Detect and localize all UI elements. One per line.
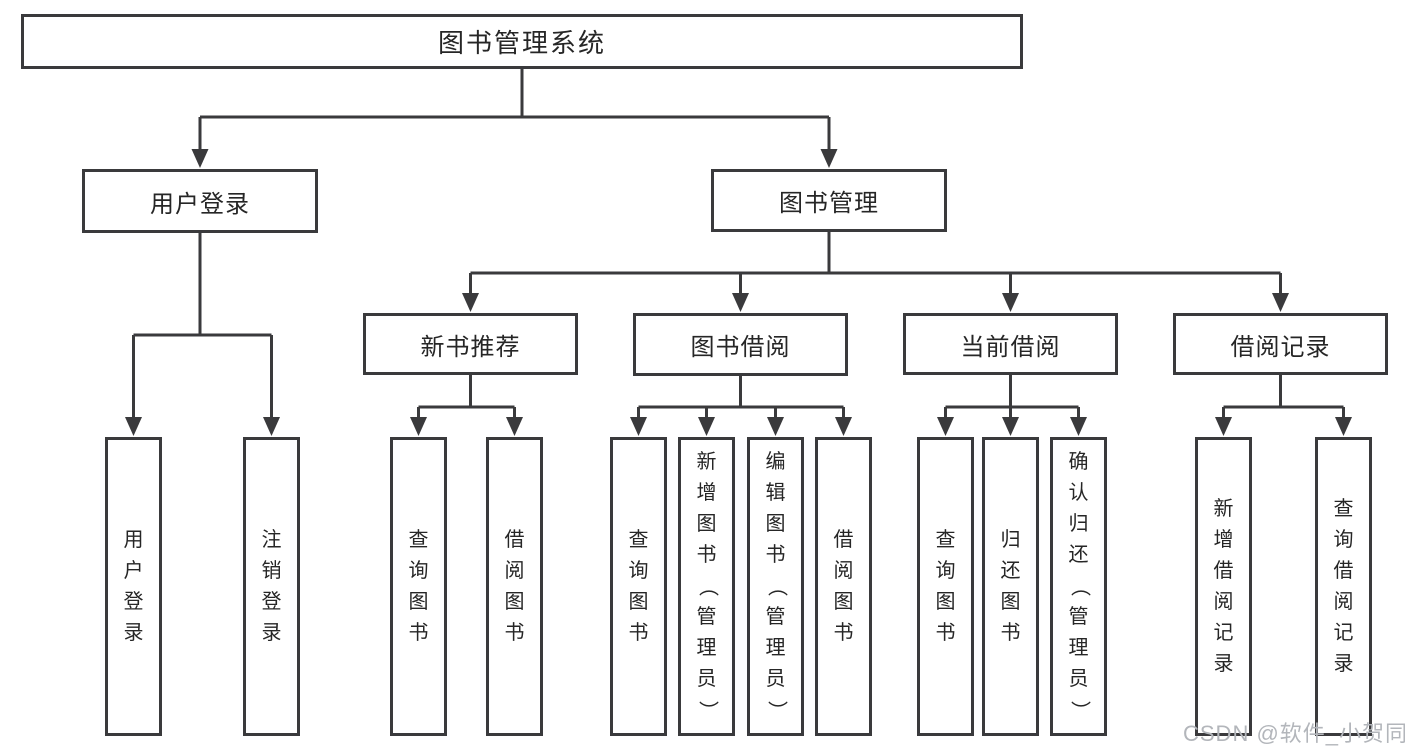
node-current-borrow-label: 当前借阅 [960,333,1061,361]
leaf-return-book-label: 归还图书 [1000,528,1021,644]
leaf-query-book-newrec: 查询图书 [390,437,447,736]
node-borrow-records-label: 借阅记录 [1230,333,1331,361]
leaf-logout-label: 注销登录 [261,528,282,644]
node-current-borrow: 当前借阅 [903,313,1118,375]
connector-book-mgmt [462,232,1289,312]
node-new-book-recommend: 新书推荐 [363,313,578,375]
node-root-system: 图书管理系统 [21,14,1023,69]
leaf-user-login-label: 用户登录 [123,528,144,644]
csdn-watermark: CSDN @软件_小贺同学 [1183,721,1405,746]
leaf-add-book-admin: 新增图书（管理员） [678,437,735,736]
leaf-add-borrow-record-label: 新增借阅记录 [1213,497,1234,675]
leaf-add-book-admin-label: 新增图书（管理员） [696,451,718,721]
node-borrow-records: 借阅记录 [1173,313,1388,375]
leaf-query-borrow-record: 查询借阅记录 [1315,437,1372,736]
leaf-return-book: 归还图书 [982,437,1039,736]
node-user-login: 用户登录 [82,169,318,233]
node-book-borrow: 图书借阅 [633,313,848,376]
leaf-query-book-borrow: 查询图书 [610,437,667,736]
connector-borrow-records [1215,375,1352,436]
leaf-confirm-return-admin: 确认归还（管理员） [1050,437,1107,736]
node-book-management: 图书管理 [711,169,947,232]
leaf-query-book-current-label: 查询图书 [935,528,956,644]
leaf-query-book-borrow-label: 查询图书 [628,528,649,644]
leaf-borrow-book-newrec-label: 借阅图书 [504,528,525,644]
leaf-borrow-book-borrow-label: 借阅图书 [833,528,854,644]
leaf-query-book-current: 查询图书 [917,437,974,736]
node-new-book-recommend-label: 新书推荐 [420,333,521,361]
connector-book-borrow [630,375,852,436]
connector-root [191,69,838,168]
connector-new-book-rec [410,375,523,436]
leaf-confirm-return-admin-label: 确认归还（管理员） [1068,451,1090,721]
leaf-query-borrow-record-label: 查询借阅记录 [1333,497,1354,675]
connector-user-login [125,233,280,436]
leaf-edit-book-admin: 编辑图书（管理员） [747,437,804,736]
leaf-logout: 注销登录 [243,437,300,736]
node-user-login-label: 用户登录 [150,190,250,218]
connector-current-borrow [937,375,1087,436]
node-root-label: 图书管理系统 [437,28,606,58]
leaf-edit-book-admin-label: 编辑图书（管理员） [765,451,787,721]
leaf-query-book-newrec-label: 查询图书 [408,528,429,644]
leaf-add-borrow-record: 新增借阅记录 [1195,437,1252,736]
node-book-management-label: 图书管理 [779,190,879,217]
leaf-borrow-book-borrow: 借阅图书 [815,437,872,736]
node-book-borrow-label: 图书借阅 [690,334,791,361]
leaf-user-login: 用户登录 [105,437,162,736]
leaf-borrow-book-newrec: 借阅图书 [486,437,543,736]
